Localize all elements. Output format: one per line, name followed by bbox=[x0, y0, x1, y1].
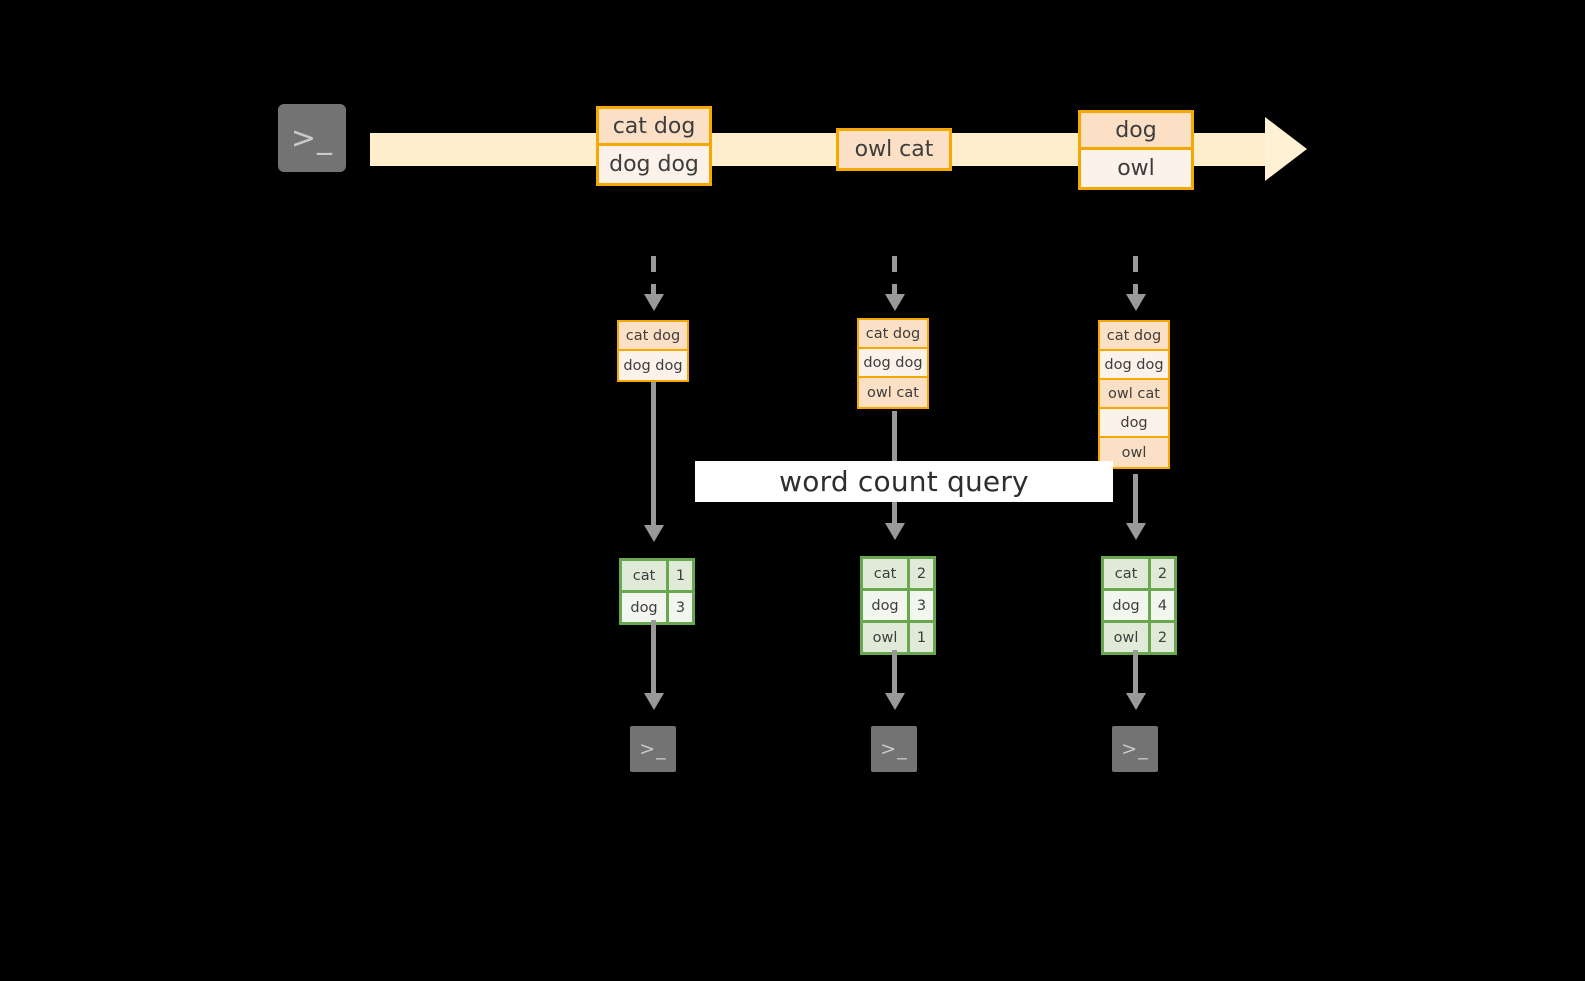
snapshot-3-sink-terminal-icon: >_ bbox=[1104, 718, 1166, 780]
stream-record-line: dog dog bbox=[599, 146, 709, 183]
result-count: 3 bbox=[669, 593, 692, 622]
stream-record-line: cat dog bbox=[599, 109, 709, 146]
snapshot-2-input-table: cat dog dog dog owl cat bbox=[857, 318, 929, 409]
snapshot-3-query-line bbox=[1133, 474, 1138, 525]
terminal-prompt-glyph: >_ bbox=[880, 738, 908, 760]
stream-record-line: dog bbox=[1081, 113, 1191, 150]
table-row: cat 1 bbox=[622, 561, 692, 593]
result-word: cat bbox=[1104, 559, 1151, 588]
snapshot-3-trigger-arrowhead-icon bbox=[1126, 294, 1146, 311]
result-count: 1 bbox=[910, 623, 933, 652]
snapshot-1-query-arrowhead-icon bbox=[644, 525, 664, 542]
snapshot-2-input-row: cat dog bbox=[859, 320, 927, 349]
snapshot-3-sink-arrowhead-icon bbox=[1126, 693, 1146, 710]
snapshot-3-query-arrowhead-icon bbox=[1126, 523, 1146, 540]
snapshot-3-input-row: owl cat bbox=[1100, 380, 1168, 409]
snapshot-1-input-row: cat dog bbox=[619, 322, 687, 351]
table-row: dog 3 bbox=[622, 593, 692, 622]
snapshot-2-input-row: owl cat bbox=[859, 378, 927, 407]
result-word: dog bbox=[863, 591, 910, 620]
table-row: cat 2 bbox=[1104, 559, 1174, 591]
stream-arrowhead-icon bbox=[1265, 117, 1307, 181]
result-count: 2 bbox=[910, 559, 933, 588]
snapshot-1-sink-terminal-icon: >_ bbox=[622, 718, 684, 780]
snapshot-3-result-table: cat 2 dog 4 owl 2 bbox=[1101, 556, 1177, 655]
snapshot-2-sink-terminal-icon: >_ bbox=[863, 718, 925, 780]
terminal-prompt-glyph: >_ bbox=[290, 120, 334, 156]
query-label-text: word count query bbox=[779, 465, 1029, 498]
table-row: cat 2 bbox=[863, 559, 933, 591]
stream-record-line: owl bbox=[1081, 150, 1191, 187]
snapshot-2-sink-arrowhead-icon bbox=[885, 693, 905, 710]
snapshot-1-result-table: cat 1 dog 3 bbox=[619, 558, 695, 625]
result-count: 4 bbox=[1151, 591, 1174, 620]
result-count: 3 bbox=[910, 591, 933, 620]
snapshot-1-trigger-line bbox=[651, 256, 656, 296]
snapshot-3-input-row: cat dog bbox=[1100, 322, 1168, 351]
stream-record-group-2: owl cat bbox=[836, 128, 952, 171]
result-word: owl bbox=[863, 623, 910, 652]
snapshot-3-sink-line bbox=[1133, 650, 1138, 695]
result-count: 1 bbox=[669, 561, 692, 590]
stream-record-group-1: cat dog dog dog bbox=[596, 106, 712, 186]
table-row: dog 3 bbox=[863, 591, 933, 623]
result-word: dog bbox=[1104, 591, 1151, 620]
snapshot-1-trigger-arrowhead-icon bbox=[644, 294, 664, 311]
stream-record-line: owl cat bbox=[839, 131, 949, 168]
snapshot-3-input-row: dog bbox=[1100, 409, 1168, 438]
result-word: cat bbox=[863, 559, 910, 588]
source-terminal-icon: >_ bbox=[268, 94, 356, 182]
snapshot-1-query-line bbox=[651, 382, 656, 527]
terminal-prompt-glyph: >_ bbox=[639, 738, 667, 760]
result-count: 2 bbox=[1151, 559, 1174, 588]
result-word: owl bbox=[1104, 623, 1151, 652]
table-row: owl 1 bbox=[863, 623, 933, 652]
snapshot-2-result-table: cat 2 dog 3 owl 1 bbox=[860, 556, 936, 655]
snapshot-3-input-table: cat dog dog dog owl cat dog owl bbox=[1098, 320, 1170, 469]
table-row: dog 4 bbox=[1104, 591, 1174, 623]
snapshot-2-query-arrowhead-icon bbox=[885, 523, 905, 540]
snapshot-2-input-row: dog dog bbox=[859, 349, 927, 378]
snapshot-1-sink-arrowhead-icon bbox=[644, 693, 664, 710]
snapshot-3-trigger-line bbox=[1133, 256, 1138, 296]
snapshot-1-input-row: dog dog bbox=[619, 351, 687, 380]
terminal-prompt-glyph: >_ bbox=[1121, 738, 1149, 760]
table-row: owl 2 bbox=[1104, 623, 1174, 652]
snapshot-3-input-row: dog dog bbox=[1100, 351, 1168, 380]
snapshot-2-trigger-line bbox=[892, 256, 897, 296]
snapshot-1-input-table: cat dog dog dog bbox=[617, 320, 689, 382]
result-word: dog bbox=[622, 593, 669, 622]
result-count: 2 bbox=[1151, 623, 1174, 652]
query-label-band: word count query bbox=[695, 461, 1113, 502]
stream-record-group-3: dog owl bbox=[1078, 110, 1194, 190]
result-word: cat bbox=[622, 561, 669, 590]
snapshot-2-sink-line bbox=[892, 650, 897, 695]
snapshot-2-trigger-arrowhead-icon bbox=[885, 294, 905, 311]
snapshot-1-sink-line bbox=[651, 620, 656, 695]
